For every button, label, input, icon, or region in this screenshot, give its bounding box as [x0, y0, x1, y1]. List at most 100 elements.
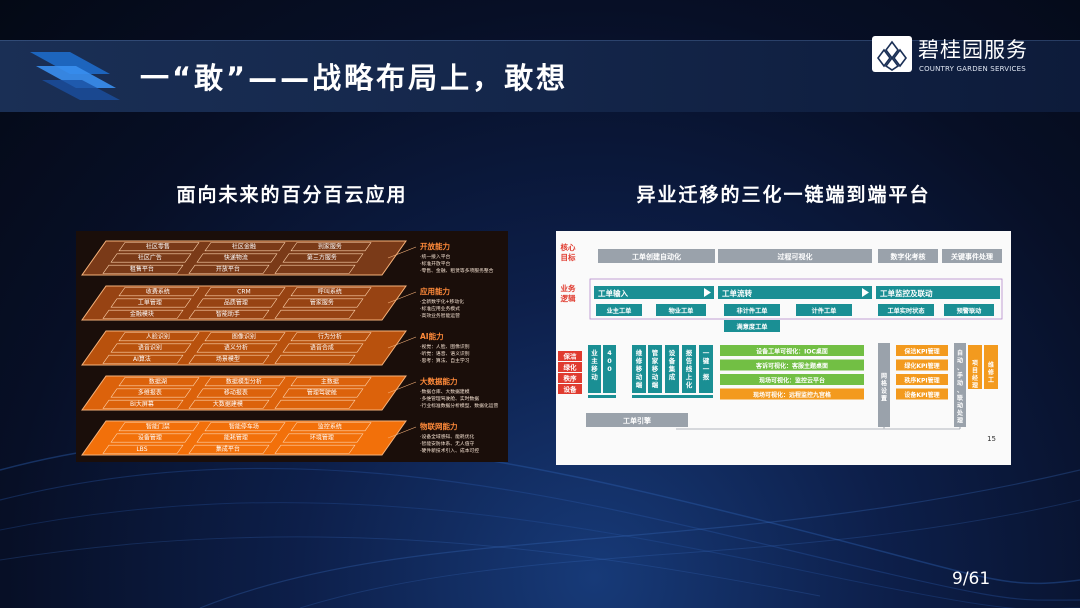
- column-char: 移: [652, 364, 659, 373]
- layer-cell-label: 社区金融: [232, 242, 256, 250]
- visual-item-bar: [720, 388, 864, 400]
- layer-cell-label: 能耗管理: [224, 434, 248, 442]
- layer-note: ·硬件新技术引入、成本可控: [420, 447, 479, 454]
- kpi-bar: [896, 374, 948, 385]
- page-number: 9/61: [952, 569, 991, 589]
- layer-cell-label: LBS: [136, 446, 147, 453]
- layer-cell: [290, 377, 372, 387]
- layer-connector: [387, 381, 417, 394]
- layer-note: ·零售、金融、租赁等多项服务整合: [420, 267, 494, 274]
- auto-process-char: 动: [957, 402, 963, 410]
- layer-note: ·视觉：人脸、图像识别: [420, 343, 470, 350]
- layer-connector: [387, 291, 417, 304]
- input-tag: [596, 304, 642, 316]
- kpi-label: 绿化KPI管理: [904, 362, 939, 370]
- layer-cell-label: 人脸识别: [146, 332, 170, 340]
- grid-setting-char: 设: [881, 387, 887, 395]
- layer-cell: [102, 444, 184, 454]
- layer-name: 物联网能力: [420, 421, 458, 431]
- visual-item-label: 现场可视化：监控云平台: [759, 377, 825, 385]
- column-char: 一: [703, 349, 710, 357]
- layer-cell-label: 监控系统: [318, 422, 342, 430]
- layer-name: 开放能力: [420, 241, 450, 251]
- layer-note: ·标准开放平台: [420, 260, 451, 267]
- column-char: 线: [686, 364, 693, 373]
- layer-note: ·听觉：语音、语义识别: [420, 350, 470, 357]
- layer-cell: [290, 242, 372, 252]
- column-char: 成: [669, 372, 676, 381]
- layer-cell: [188, 264, 270, 274]
- flow-label: 工单输入: [598, 288, 628, 298]
- layer-cell-label: BI大屏幕: [130, 400, 154, 408]
- target-label: 关键事件处理: [951, 252, 993, 261]
- manager-char: 经: [972, 374, 978, 382]
- target-label: 过程可视化: [778, 252, 813, 261]
- column-char: 0: [607, 365, 612, 373]
- layer-cell-label: 行为分析: [318, 332, 342, 340]
- layer-cell: [110, 388, 192, 398]
- layer-cell: [204, 287, 286, 297]
- auto-process-char: 动: [957, 379, 963, 387]
- layer-connector: [387, 426, 417, 439]
- layer-cell: [118, 377, 200, 387]
- repair-char: 修: [987, 369, 995, 377]
- grid-setting-char: 网: [881, 372, 887, 380]
- kpi-bar: [896, 359, 948, 371]
- chevron-decoration-icon: [30, 52, 120, 100]
- layer-note: ·行业标准数据分析模型、数据化运营: [420, 402, 498, 409]
- layer-cell: [110, 343, 192, 353]
- layer-cell-label: 快递物流: [224, 254, 248, 262]
- column-char: 集: [668, 364, 676, 373]
- auto-process-char: 、: [957, 388, 963, 395]
- layer-name: 大数据能力: [420, 376, 458, 386]
- layer-cell-label: 环境管理: [310, 434, 334, 442]
- layer-cell: [274, 354, 356, 364]
- layer-note: ·思考：算法、自主学习: [420, 357, 470, 364]
- layer-cell-label: 到家服务: [318, 242, 342, 250]
- country-garden-logo-icon: [872, 36, 912, 72]
- layer-cell: [290, 422, 372, 432]
- layer-cell: [196, 343, 278, 353]
- layer-cell-label: 集成平台: [216, 445, 240, 453]
- transfer-tag: [796, 304, 852, 316]
- input-tag: [656, 304, 706, 316]
- layer-cell: [118, 422, 200, 432]
- layer-cell-label: CRM: [237, 288, 251, 295]
- layer-note: ·统一接入平台: [420, 253, 451, 260]
- layer-cell: [290, 332, 372, 342]
- column-char: 管: [652, 348, 659, 357]
- layer-note: ·高效业务智能运营: [420, 312, 460, 319]
- monitor-tag-label: 预警联动: [957, 307, 982, 315]
- column-char: 0: [607, 357, 612, 365]
- logo-name-en: COUNTRY GARDEN SERVICES: [919, 65, 1026, 73]
- role-tag: [558, 351, 582, 361]
- role-tag: [558, 384, 582, 394]
- visual-item-bar: [720, 359, 864, 371]
- layer-cell: [102, 309, 184, 319]
- flow-bar: [718, 286, 872, 299]
- cloud-layers-figure: 社区零售社区金融到家服务社区广告快递物流第三方服务租售平台开放平台开放能力·统一…: [76, 231, 508, 462]
- visual-item-label: 设备工单可视化：IOC桌面: [756, 348, 828, 356]
- layer-cell: [274, 444, 356, 454]
- layer-note: ·数据仓库、大数据建模: [420, 388, 470, 395]
- column-char: 端: [636, 380, 643, 389]
- layer-cell: [188, 399, 270, 409]
- layer-cell: [290, 287, 372, 297]
- layer-cell: [102, 399, 184, 409]
- repair-char: 维: [988, 361, 994, 369]
- kpi-label: 设备KPI管理: [904, 391, 939, 399]
- layer-cell: [196, 433, 278, 443]
- engine-bar: [586, 413, 688, 427]
- column-char: 化: [686, 380, 693, 389]
- auto-process-char: 处: [956, 409, 964, 417]
- target-bar: [598, 249, 715, 263]
- layer-cell: [118, 287, 200, 297]
- layer-cell: [274, 264, 356, 274]
- column-char: 设: [669, 348, 676, 357]
- layer-cell: [204, 422, 286, 432]
- layer-cell: [204, 377, 286, 387]
- manager-char: 项: [972, 359, 978, 367]
- layer-cell: [282, 433, 364, 443]
- column-base: [632, 395, 713, 398]
